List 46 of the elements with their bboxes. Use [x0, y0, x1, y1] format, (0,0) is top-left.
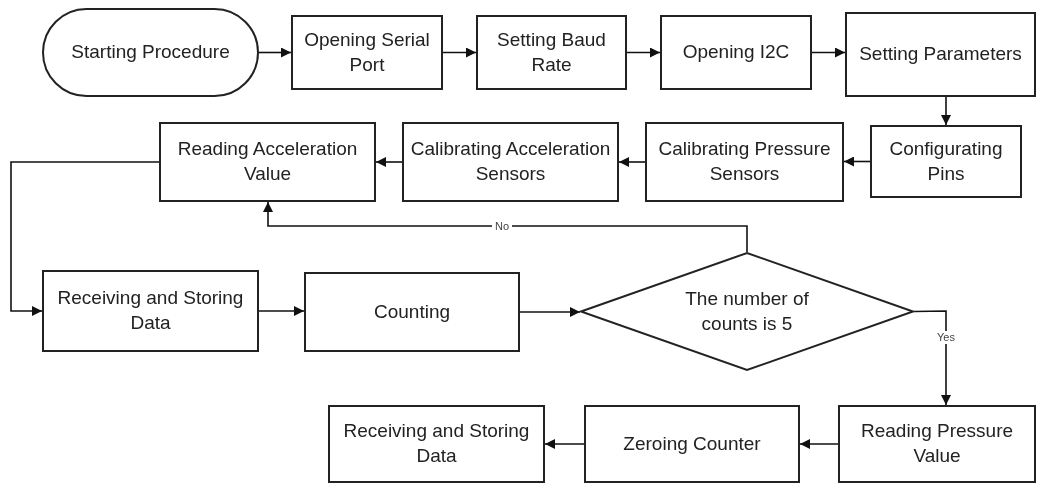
process-box — [584, 405, 800, 483]
arrow — [375, 157, 403, 167]
arrow — [626, 47, 661, 58]
node-label: Opening I2C — [681, 40, 791, 65]
process-box — [838, 405, 1036, 483]
arrow — [442, 47, 477, 58]
process-box — [42, 270, 259, 352]
node-label: Starting Procedure — [70, 40, 231, 65]
node-label: Counting — [372, 299, 452, 324]
node-label: Opening Serial Port — [303, 27, 431, 77]
process-box — [304, 272, 520, 352]
node-label: Zeroing Counter — [622, 431, 762, 456]
edge-label: No — [492, 219, 513, 233]
edge-label: Yes — [934, 330, 958, 344]
process-box — [645, 122, 844, 202]
arrow — [913, 310, 951, 406]
process-box — [870, 125, 1022, 198]
arrow — [258, 47, 292, 58]
node-label: Configurating Pins — [888, 136, 1004, 186]
decision-diamond — [580, 252, 914, 371]
node-label: Calibrating Pressure Sensors — [657, 137, 832, 186]
node-label: Setting Baud Rate — [496, 27, 607, 77]
node-label: Receiving and Storing Data — [56, 286, 245, 335]
node-label: The number of counts is 5 — [684, 286, 810, 336]
node-label: Receiving and Storing Data — [342, 419, 531, 468]
node-label: Setting Parameters — [858, 42, 1023, 67]
arrow — [811, 47, 846, 58]
arrow — [519, 307, 581, 317]
node-label: Reading Pressure Value — [859, 419, 1015, 468]
arrow — [10, 161, 160, 316]
arrow — [843, 156, 871, 167]
arrow — [799, 439, 839, 449]
arrow — [544, 439, 585, 449]
process-box — [328, 405, 545, 483]
process-box — [159, 122, 376, 202]
process-box — [660, 15, 812, 90]
process-box — [402, 122, 619, 202]
process-box — [845, 12, 1036, 97]
arrow — [618, 157, 646, 167]
node-label: Reading Acceleration Value — [176, 137, 359, 186]
process-box — [291, 15, 443, 90]
arrow — [941, 96, 951, 126]
node-label: Calibrating Acceleration Sensors — [409, 137, 612, 186]
arrow — [263, 201, 748, 253]
process-box — [476, 15, 627, 90]
arrow — [258, 306, 305, 316]
